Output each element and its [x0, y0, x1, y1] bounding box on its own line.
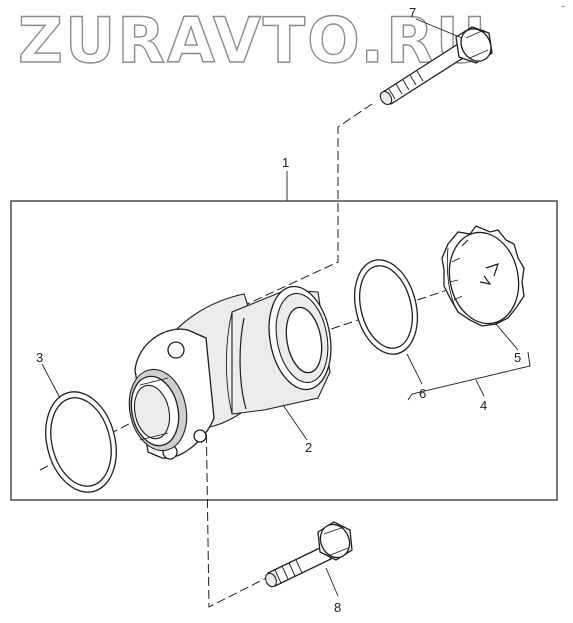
callout-8: 8: [334, 600, 341, 615]
filler-cap-5: [441, 225, 525, 327]
thermostat-housing-2: [128, 285, 332, 460]
leader-line-4: [475, 379, 485, 397]
bolt-8: [265, 521, 353, 588]
leader-line-8: [325, 567, 339, 597]
corner-mark: –: [561, 2, 566, 11]
o-ring-6: [354, 259, 418, 355]
leader-line-2: [282, 404, 308, 441]
center-line-bolt-8: [205, 407, 273, 608]
bolt-7: [379, 26, 493, 106]
leader-line-5: [495, 323, 519, 351]
bracket-4: [407, 351, 531, 401]
assembly-frame: [10, 200, 558, 501]
callout-2: 2: [305, 440, 312, 455]
center-line-bolt-7: [244, 103, 373, 306]
leader-line-6: [406, 353, 423, 385]
callout-5: 5: [514, 350, 521, 365]
watermark-text: ZURAVTO.RU: [18, 4, 488, 77]
leader-line-3: [41, 363, 61, 399]
callout-3: 3: [36, 350, 43, 365]
callout-1: 1: [282, 155, 289, 170]
callout-6: 6: [419, 386, 426, 401]
o-ring-3: [45, 391, 117, 493]
leader-line-7: [415, 18, 463, 39]
callout-7: 7: [409, 5, 416, 20]
callout-4: 4: [480, 398, 487, 413]
